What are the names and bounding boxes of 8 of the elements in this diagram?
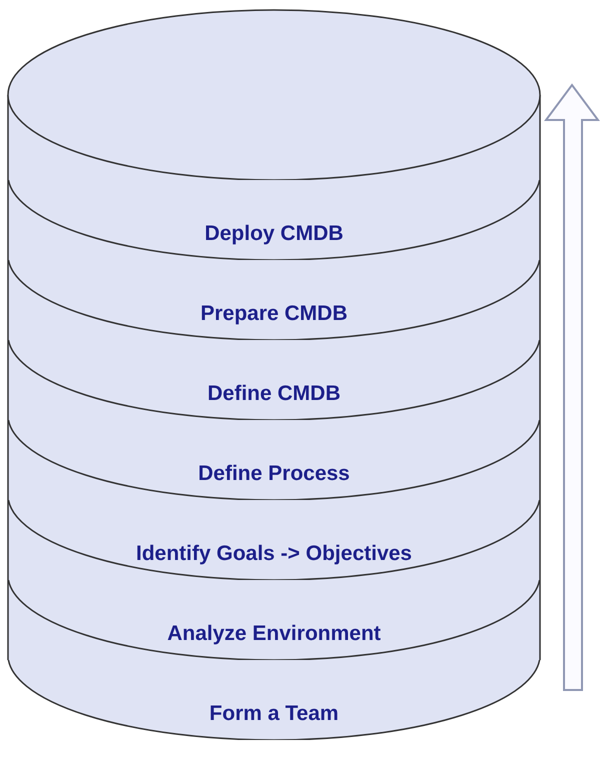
layer-label: Define CMDB — [207, 382, 340, 406]
layer-label: Form a Team — [209, 702, 339, 726]
layer-label: Define Process — [198, 462, 350, 486]
layer-label: Deploy CMDB — [204, 222, 344, 246]
layer-label: Analyze Environment — [167, 622, 381, 646]
layer-label: Identify Goals -> Objectives — [136, 542, 412, 566]
layer-label: Prepare CMDB — [200, 302, 348, 326]
disk-layer — [7, 660, 541, 740]
